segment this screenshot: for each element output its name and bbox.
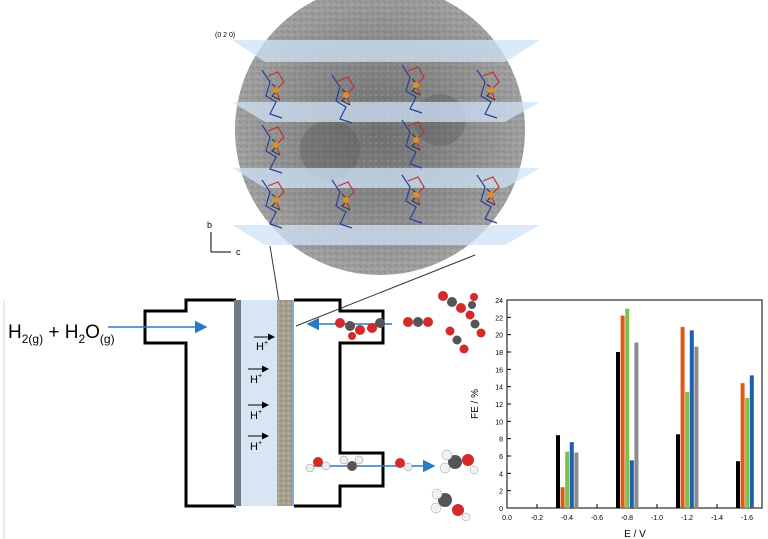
bar-0-4 [574, 452, 579, 508]
bar-1-0 [616, 352, 620, 508]
y-tick-label-11: 22 [495, 315, 503, 322]
proton-label-3: H+ [250, 409, 262, 422]
cathode-chamber [294, 298, 385, 508]
proton-label-2: H+ [250, 373, 262, 386]
bar-2-1 [680, 326, 685, 508]
molecule-models [305, 291, 486, 522]
y-axis-label: FE / % [470, 389, 481, 419]
membrane [241, 300, 277, 506]
y-tick-label-3: 6 [499, 454, 503, 461]
x-tick-label-6: -1.2 [681, 515, 693, 522]
bar-0-3 [569, 442, 574, 508]
anode-chamber [143, 298, 236, 508]
bar-3-3 [749, 375, 754, 508]
bar-1-2 [625, 308, 630, 508]
y-tick-label-8: 16 [495, 367, 503, 374]
co2-molecules-in-channel [335, 318, 385, 340]
y-tick-label-9: 18 [495, 350, 503, 357]
bar-1-3 [629, 460, 634, 508]
x-tick-label-7: -1.4 [711, 515, 723, 522]
proton-label-1: H+ [256, 340, 268, 353]
y-tick-label-1: 2 [499, 489, 503, 496]
x-tick-label-5: -1.0 [651, 515, 663, 522]
x-tick-label-4: -0.8 [621, 515, 633, 522]
y-tick-label-10: 20 [495, 333, 503, 340]
bar-2-3 [689, 330, 694, 508]
plane-label: (0 2 0) [215, 32, 235, 39]
molecule-clusters [261, 64, 500, 229]
x-tick-label-3: -0.6 [591, 515, 603, 522]
bar-2-2 [685, 391, 690, 508]
catalyst-layer [277, 300, 292, 506]
x-tick-label-8: -1.6 [741, 515, 753, 522]
methanol-molecules [305, 449, 479, 522]
reactant-label: H2(g) + H2O(g) [8, 322, 115, 346]
tem-micrograph: (0 2 0) b c [207, 0, 540, 327]
axis-b-label: b [207, 220, 212, 230]
axis-c-label: c [236, 247, 241, 257]
bar-3-2 [745, 397, 750, 508]
y-tick-label-6: 12 [495, 402, 503, 409]
fe-bar-chart: 0246810121416182022240.0-0.2-0.4-0.6-0.8… [470, 298, 763, 539]
bar-1-1 [620, 315, 625, 508]
y-tick-label-7: 14 [495, 385, 503, 392]
lattice-planes [232, 40, 540, 245]
anode-electrode [234, 300, 241, 506]
bar-2-0 [676, 434, 680, 508]
x-tick-label-0: 0.0 [502, 515, 512, 522]
x-tick-label-1: -0.2 [531, 515, 543, 522]
bar-0-1 [560, 487, 565, 508]
bar-0-0 [556, 435, 560, 508]
y-tick-label-5: 10 [495, 419, 503, 426]
proton-labels: H+ H+ H+ H+ [248, 333, 275, 453]
x-tick-label-2: -0.4 [561, 515, 573, 522]
y-tick-label-2: 4 [499, 471, 503, 478]
x-axis-label: E / V [624, 529, 646, 539]
zoom-line-right [295, 254, 476, 327]
co2-molecules-outside [403, 291, 486, 354]
bar-0-2 [565, 451, 570, 508]
y-tick-label-0: 0 [499, 506, 503, 513]
reactor-schematic: H2(g) + H2O(g) H+ H+ H+ H+ [3, 298, 436, 539]
bar-3-1 [740, 383, 745, 508]
bar-2-4 [694, 346, 699, 508]
axis-indicator: b c [207, 220, 241, 257]
y-tick-label-12: 24 [495, 298, 503, 305]
bar-3-0 [736, 461, 740, 508]
bar-1-4 [634, 342, 639, 508]
proton-label-4: H+ [250, 440, 262, 453]
y-tick-label-4: 8 [499, 437, 503, 444]
